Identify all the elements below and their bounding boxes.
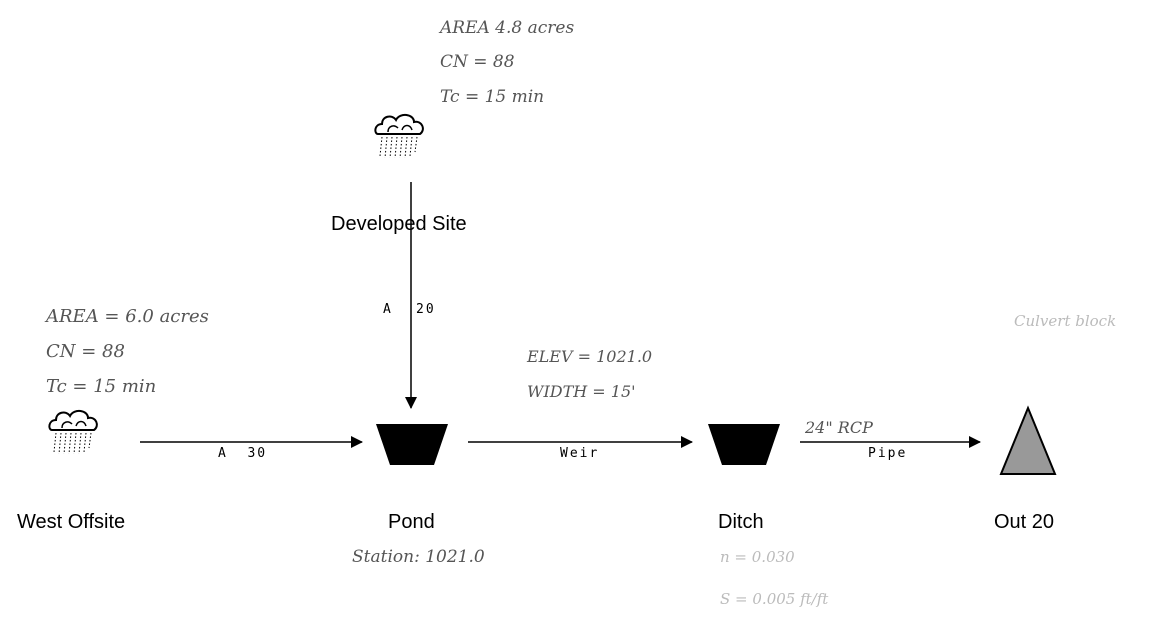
note-weir-elev: ELEV = 1021.0 [526, 347, 652, 366]
note-pond-station: Station: 1021.0 [352, 547, 485, 567]
note-developed-cn: CN = 88 [440, 52, 515, 72]
link-label-pipe: Pipe [868, 446, 907, 461]
link-label-a30: A 30 [218, 446, 267, 461]
note-developed-area: AREA 4.8 acres [438, 18, 574, 38]
note-west-tc: Tc = 15 min [46, 376, 156, 397]
pond-icon [376, 424, 448, 465]
note-outlet: Culvert block [1014, 312, 1116, 330]
link-label-a20-letter: A [383, 302, 393, 317]
note-ditch-2: S = 0.005 ft/ft [720, 590, 829, 608]
note-west-area: AREA = 6.0 acres [44, 306, 209, 327]
note-west-cn: CN = 88 [46, 341, 125, 362]
developed-site-rain-icon [374, 113, 424, 159]
note-pipe-size: 24" RCP [804, 418, 873, 437]
node-label-outlet: Out 20 [994, 511, 1054, 533]
node-label-developed-site: Developed Site [331, 213, 467, 235]
node-label-ditch: Ditch [718, 511, 764, 533]
note-developed-tc: Tc = 15 min [440, 87, 544, 107]
note-weir-width: WIDTH = 15' [527, 382, 636, 401]
node-label-pond: Pond [388, 511, 435, 533]
link-label-weir: Weir [560, 446, 599, 461]
note-ditch-1: n = 0.030 [720, 548, 795, 566]
ditch-icon [708, 424, 780, 465]
link-label-a20-number: 20 [416, 302, 436, 317]
node-label-west-offsite: West Offsite [17, 511, 125, 533]
outlet-icon [999, 405, 1057, 475]
west-offsite-rain-icon [48, 409, 98, 455]
